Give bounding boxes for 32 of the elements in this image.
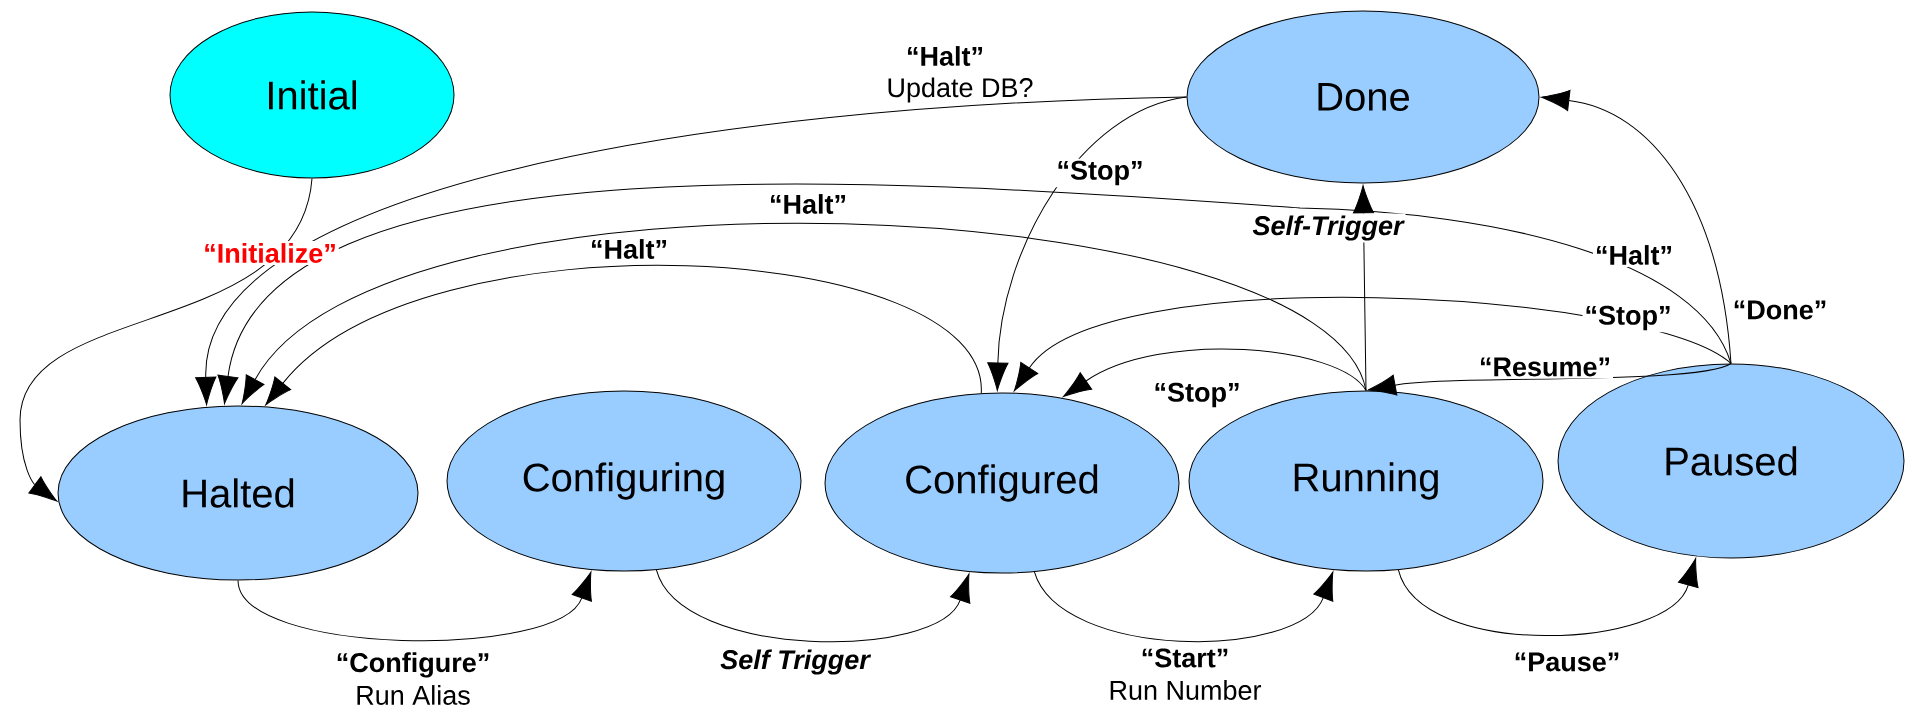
edge-label: “Halt” (588, 237, 670, 261)
edge-label: “Initialize” (201, 241, 339, 265)
edge-note: Run Number (1110, 680, 1262, 700)
edge-note: Update DB? (888, 77, 1033, 103)
edge-label: “Resume” (1477, 355, 1614, 379)
arrow (265, 265, 982, 406)
edge-label: “Halt” (904, 44, 986, 68)
arrow (241, 223, 1367, 405)
arrow (1013, 297, 1732, 392)
arrow (237, 571, 592, 641)
edge-label: “Pause” (1511, 650, 1623, 674)
edge-label: “Start” (1138, 646, 1232, 670)
arrow (195, 96, 1187, 406)
arrow (655, 569, 971, 643)
arrow (1541, 89, 1732, 364)
arrow (1062, 348, 1367, 398)
arrow (19, 178, 313, 502)
edge-label: “Halt” (1593, 243, 1675, 267)
arrow (217, 183, 1732, 405)
arrow (1352, 185, 1375, 391)
edge-label: “Stop” (1582, 303, 1674, 333)
edge-label: “Halt” (767, 192, 849, 216)
arrow (1033, 571, 1334, 642)
edge-label: “Stop” (1054, 158, 1146, 188)
arrow (1397, 558, 1699, 637)
edge-label: Self-Trigger (1250, 213, 1406, 243)
edge-label: Self Trigger (718, 647, 872, 677)
edge-label: “Configure” (333, 650, 493, 680)
edge-label: “Done” (1730, 298, 1830, 322)
arrow (1367, 363, 1732, 396)
edge-note: Run Alias (357, 685, 470, 705)
arrow (987, 96, 1187, 391)
